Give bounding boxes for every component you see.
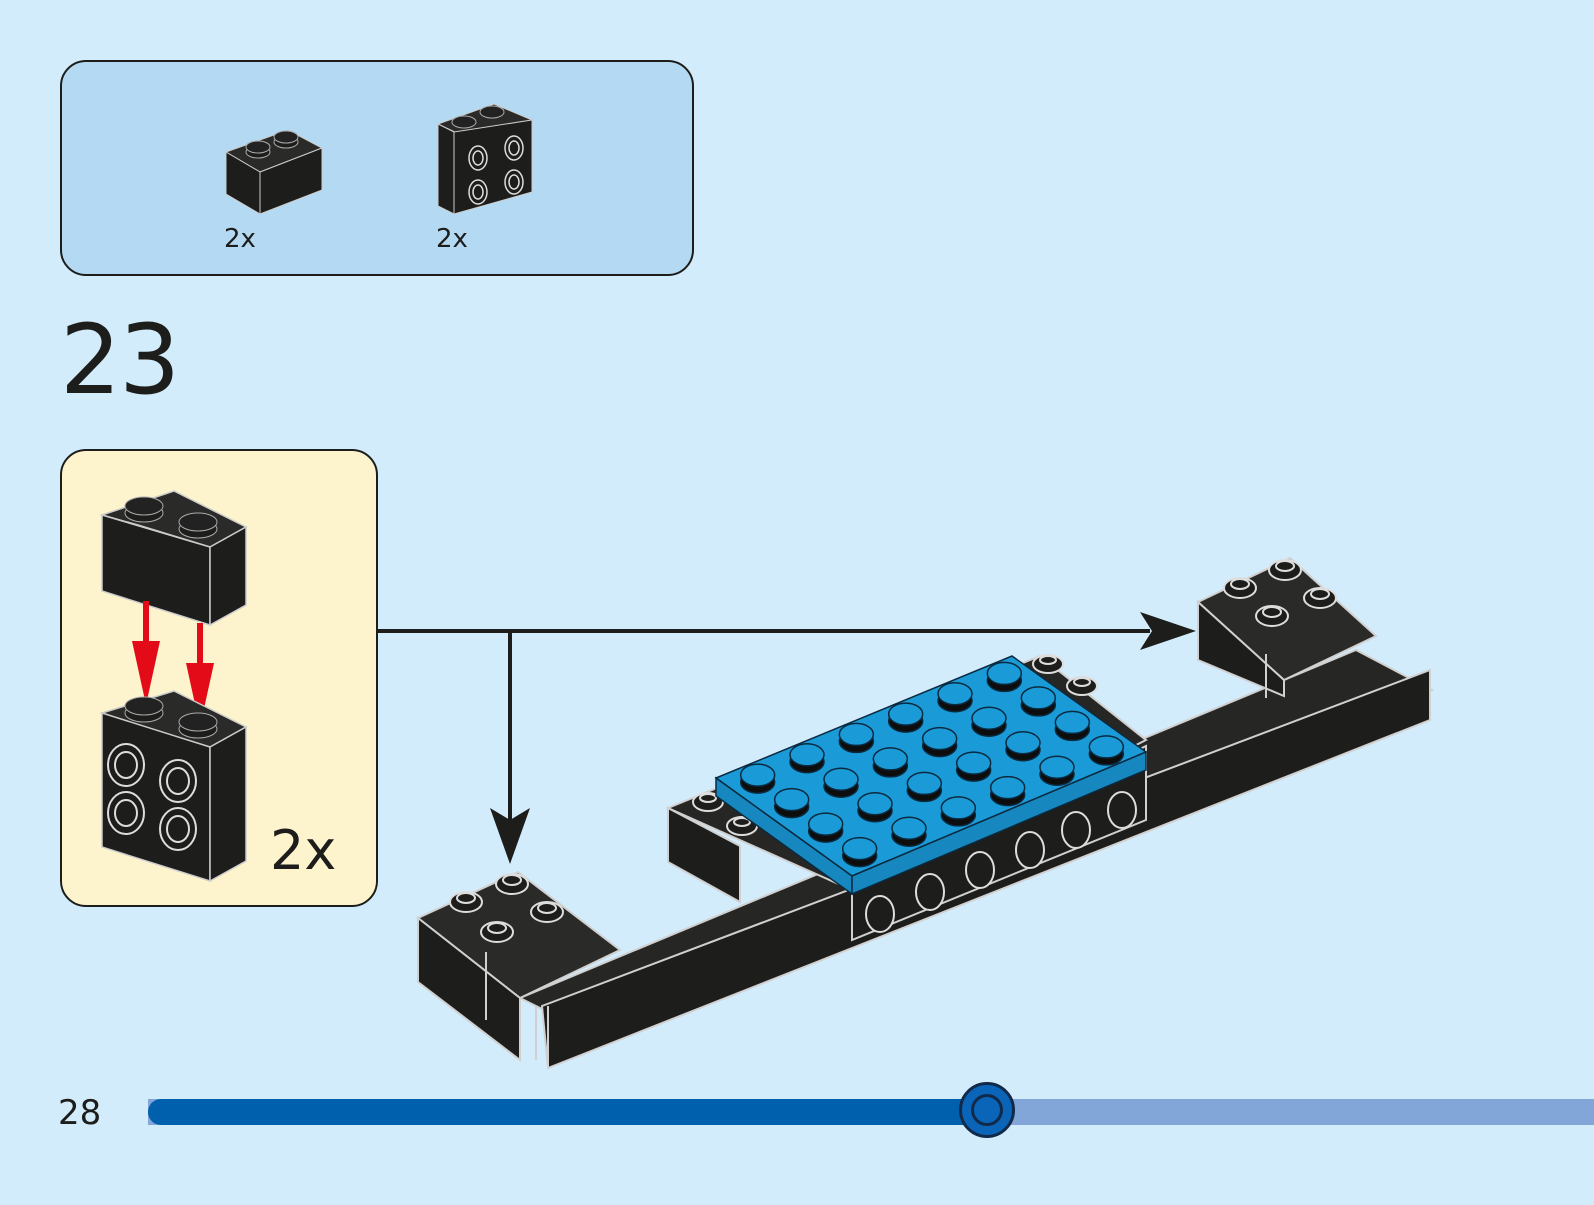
plate-stud: [955, 751, 992, 782]
red-down-arrow-icon: [132, 601, 214, 727]
brick-1x2-studs-on-side-icon: [436, 103, 534, 215]
plate-stud: [1039, 755, 1075, 786]
parts-list-callout: 2x 2x: [60, 60, 694, 276]
plate-stud: [937, 682, 973, 713]
sub-assembly-qty: 2x: [270, 819, 337, 882]
brick-1x2-studs-on-side-icon: [99, 690, 248, 883]
page-number: 28: [58, 1093, 102, 1133]
plate-stud: [841, 836, 878, 868]
leader-line: [378, 629, 1150, 822]
plate-stud: [906, 771, 943, 803]
progress-bar: [148, 1082, 1594, 1138]
plate-stud: [971, 706, 1007, 737]
arrow-right-icon: [1140, 612, 1196, 650]
right-2x2-brick: [1196, 556, 1378, 698]
plate-stud: [986, 661, 1023, 693]
plate-stud: [838, 722, 875, 754]
plate-stud: [823, 767, 859, 798]
brick-1x2-icon: [224, 129, 324, 215]
plate-stud: [989, 775, 1026, 807]
plate-stud: [1054, 710, 1091, 742]
plate-stud: [872, 747, 909, 778]
plate-stud: [857, 792, 893, 823]
plate-stud: [773, 787, 810, 819]
plate-stud: [887, 702, 924, 733]
plate-stud: [1020, 686, 1057, 717]
plate-stud: [1005, 731, 1041, 762]
brick-1x2-icon: [99, 490, 248, 627]
part-qty: 2x: [436, 224, 468, 254]
plate-stud: [739, 763, 776, 794]
progress-knob: [958, 1082, 1015, 1138]
plate-stud: [807, 812, 844, 843]
step-number: 23: [60, 304, 180, 416]
plate-stud: [1088, 735, 1125, 766]
plate-stud: [921, 726, 958, 758]
arrow-down-icon: [490, 808, 530, 864]
progress-fill: [148, 1099, 987, 1125]
sub-assembly-callout: 2x: [60, 449, 378, 907]
plate-stud: [940, 796, 977, 827]
blue-plate-4x6: [714, 655, 1148, 896]
plate-stud: [891, 816, 927, 847]
part-qty: 2x: [224, 224, 256, 254]
plate-stud: [789, 743, 825, 774]
left-2x2-brick: [416, 870, 622, 1063]
